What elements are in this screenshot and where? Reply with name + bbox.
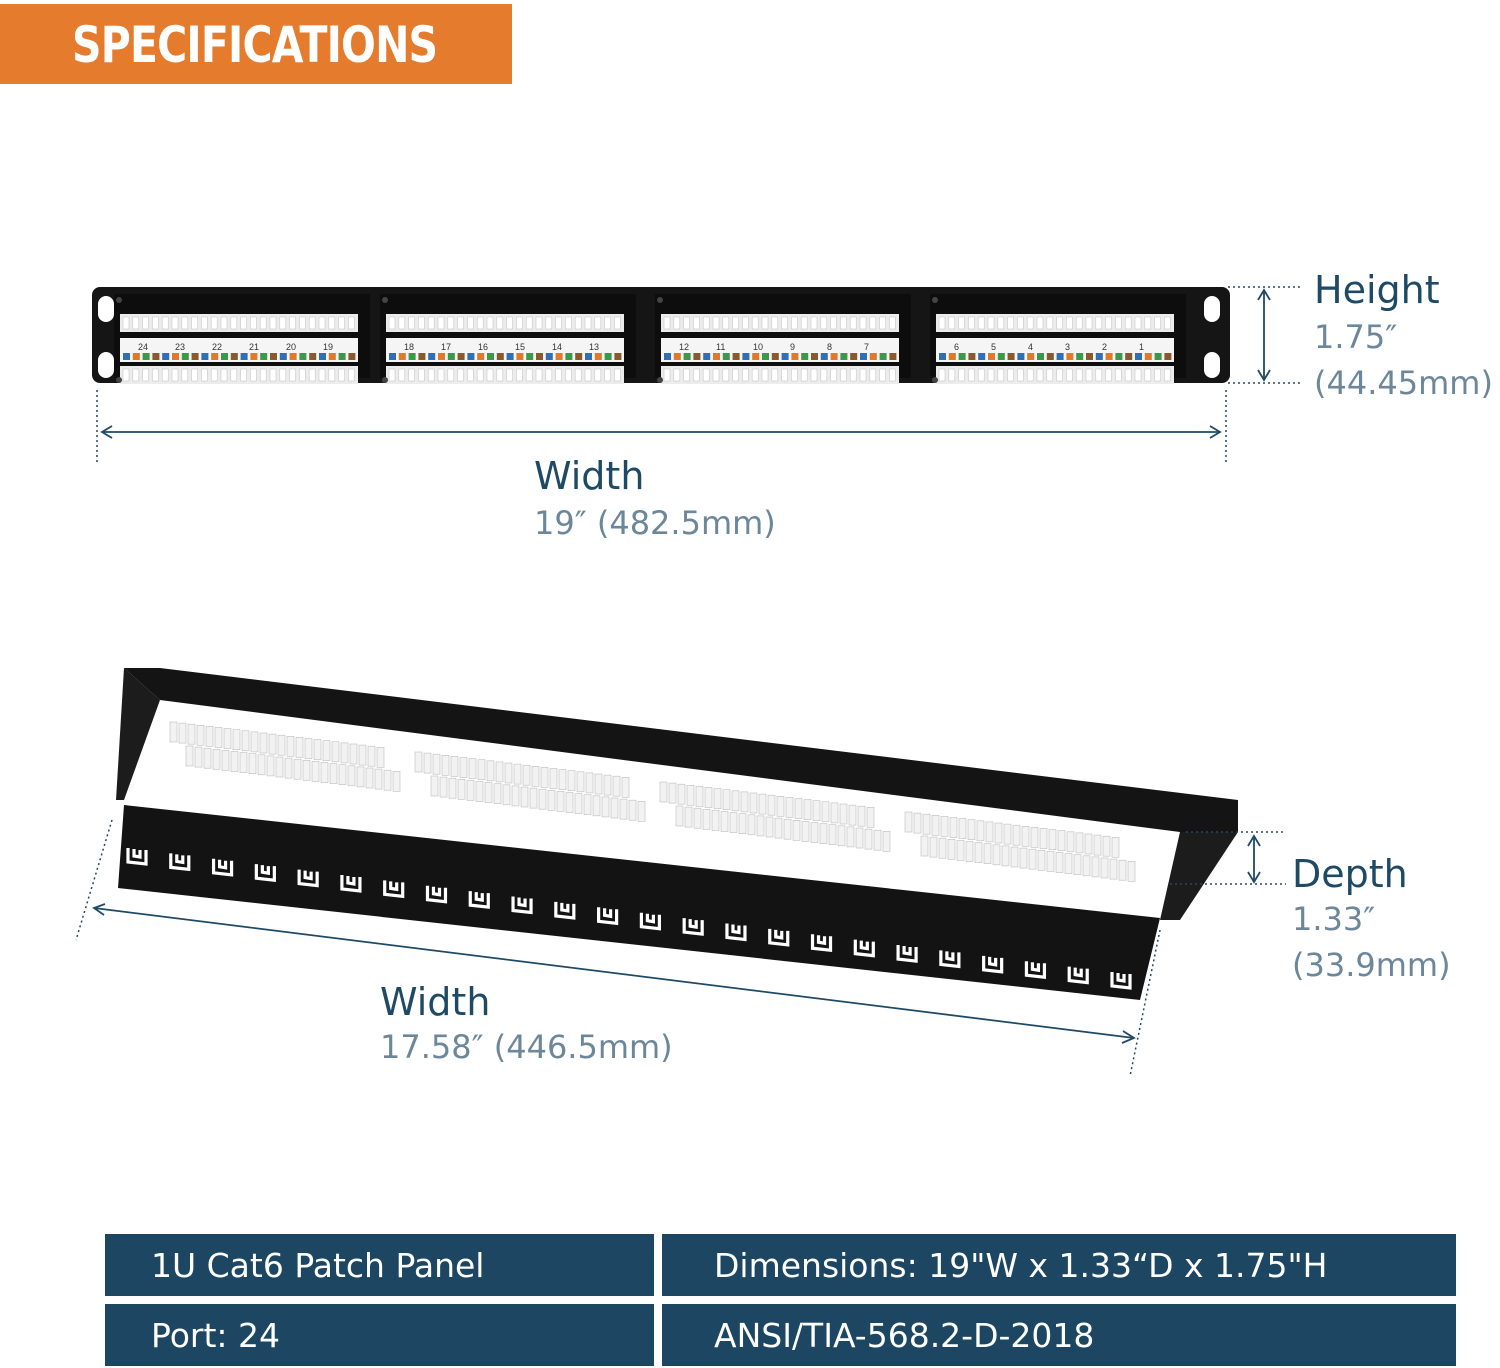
- cable-tie-slot: [126, 848, 148, 866]
- cable-tie-slot: [297, 869, 319, 888]
- front-width-label: Width: [534, 454, 645, 498]
- depth-mm-value: (33.9mm): [1292, 946, 1451, 984]
- cable-tie-slot: [468, 891, 490, 909]
- front-port-number: 2: [1102, 342, 1107, 352]
- front-module: [114, 294, 370, 378]
- rear-width-value: 17.58″ (446.5mm): [380, 1028, 673, 1066]
- depth-label: Depth: [1292, 852, 1408, 896]
- specifications-banner: SPECIFICATIONS: [0, 4, 512, 84]
- spec-cell-ports: Port: 24: [105, 1304, 654, 1366]
- front-port-number: 13: [589, 342, 599, 352]
- cable-tie-slot: [939, 950, 961, 969]
- front-port-number: 10: [753, 342, 763, 352]
- cable-tie-slot: [211, 858, 234, 877]
- front-port-number: 14: [552, 342, 562, 352]
- front-port-number: 16: [478, 342, 488, 352]
- cable-tie-slot: [768, 928, 790, 947]
- front-port-number: 19: [323, 342, 333, 352]
- front-module: [930, 294, 1186, 378]
- front-port-number: 11: [716, 342, 725, 352]
- front-module: [655, 294, 911, 378]
- front-port-number: 23: [175, 342, 185, 352]
- cable-tie-slot: [853, 939, 875, 958]
- front-port-number: 5: [991, 342, 996, 352]
- front-port-number: 15: [515, 342, 525, 352]
- cable-tie-slot: [554, 901, 576, 920]
- rear-top-rail: [124, 668, 1238, 832]
- rear-punch-block: [659, 781, 891, 852]
- front-port-number: 21: [249, 342, 259, 352]
- front-port-number: 7: [864, 342, 869, 352]
- height-mm-value: (44.45mm): [1314, 364, 1493, 402]
- front-port-number: 17: [441, 342, 451, 352]
- cable-tie-slot: [810, 934, 833, 953]
- front-port-number: 1: [1139, 342, 1144, 352]
- front-port-number: 20: [286, 342, 296, 352]
- cable-tie-slot: [1024, 961, 1047, 980]
- cable-tie-slot: [169, 853, 191, 872]
- cable-tie-slot: [511, 896, 533, 915]
- front-width-value: 19″ (482.5mm): [534, 504, 776, 542]
- cable-tie-slot: [254, 864, 276, 882]
- cable-tie-slot: [383, 880, 405, 899]
- spec-cell-standard: ANSI/TIA-568.2-D-2018: [662, 1304, 1456, 1366]
- front-port-number: 18: [404, 342, 414, 352]
- front-module: [380, 294, 636, 378]
- front-port-number: 3: [1065, 342, 1070, 352]
- spec-cell-dimensions: Dimensions: 19"W x 1.33“D x 1.75"H: [662, 1234, 1456, 1296]
- cable-tie-slot: [725, 923, 747, 942]
- depth-inches-value: 1.33″: [1292, 900, 1376, 938]
- cable-tie-slot: [425, 885, 448, 904]
- rear-punch-block: [169, 721, 401, 792]
- rear-width-label: Width: [380, 980, 491, 1024]
- front-port-number: 4: [1028, 342, 1033, 352]
- height-inches-value: 1.75″: [1314, 318, 1398, 356]
- front-port-number: 22: [212, 342, 222, 352]
- rear-punch-block: [414, 751, 646, 822]
- front-port-number: 9: [790, 342, 795, 352]
- cable-tie-slot: [682, 918, 704, 936]
- front-port-number: 12: [679, 342, 689, 352]
- cable-tie-slot: [639, 912, 661, 931]
- height-label: Height: [1314, 268, 1440, 312]
- cable-tie-slot: [982, 955, 1004, 974]
- front-port-number: 24: [138, 342, 148, 352]
- cable-tie-slot: [1067, 966, 1089, 985]
- banner-title: SPECIFICATIONS: [72, 16, 438, 74]
- front-port-number: 8: [827, 342, 832, 352]
- spec-table: 1U Cat6 Patch Panel Dimensions: 19"W x 1…: [105, 1234, 1456, 1366]
- spec-cell-product: 1U Cat6 Patch Panel: [105, 1234, 654, 1296]
- cable-tie-slot: [597, 907, 619, 926]
- cable-tie-slot: [340, 874, 362, 893]
- cable-tie-slot: [896, 945, 918, 963]
- front-port-number: 6: [954, 342, 959, 352]
- rear-width-dimension-line: [93, 907, 1135, 1039]
- rear-punch-block: [904, 811, 1136, 882]
- cable-tie-slot: [1110, 972, 1132, 990]
